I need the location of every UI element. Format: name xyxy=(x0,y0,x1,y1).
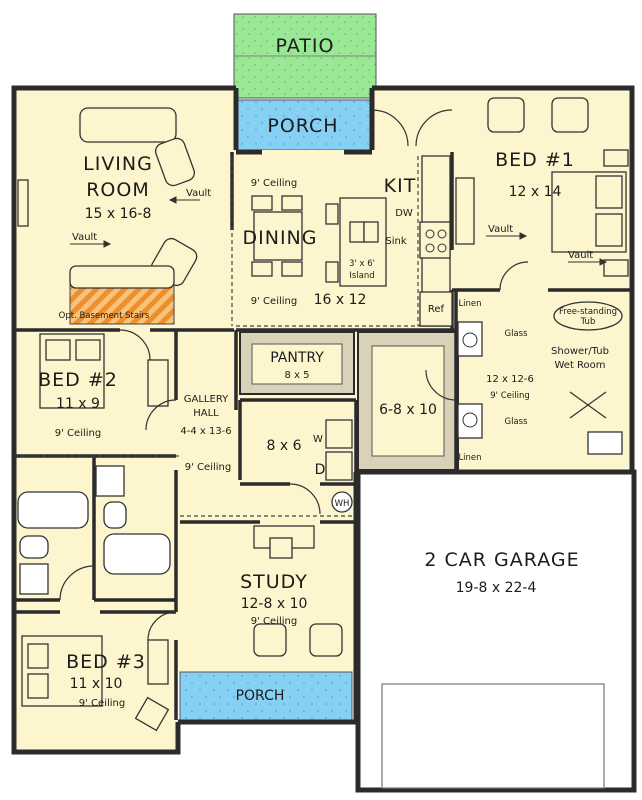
gallery-title-2: HALL xyxy=(193,408,219,419)
washer-label: W xyxy=(313,434,323,445)
dishwasher-label: DW xyxy=(395,208,413,219)
tub-label-1: Free-standing xyxy=(559,307,617,317)
dining-table xyxy=(251,195,339,283)
living-room-title-1: LIVING xyxy=(83,153,153,175)
kitchen-title: KIT xyxy=(384,175,417,197)
bath1-ceiling: 9' Ceiling xyxy=(490,391,529,401)
bed1-vault-label-2: Vault xyxy=(568,250,593,261)
pantry-title: PANTRY xyxy=(270,350,324,366)
glass-label-2: Glass xyxy=(504,417,528,427)
study-size: 12-8 x 10 xyxy=(241,596,308,612)
living-vault-label-2: Vault xyxy=(72,232,97,243)
linen-bottom-label: Linen xyxy=(458,453,481,463)
bed3-size: 11 x 10 xyxy=(70,676,123,692)
dining-size: 16 x 12 xyxy=(314,292,367,308)
garage-door[interactable] xyxy=(381,683,605,789)
living-vault-label: Vault xyxy=(186,188,211,199)
bed2-size: 11 x 9 xyxy=(56,396,100,412)
ref-label: Ref xyxy=(428,304,445,315)
front-porch-area xyxy=(179,671,353,721)
bed2-ceiling: 9' Ceiling xyxy=(55,428,101,439)
dining-title: DINING xyxy=(243,227,318,249)
study-ceiling: 9' Ceiling xyxy=(251,616,297,627)
water-heater-label: WH xyxy=(335,499,350,509)
rear-porch-label: PORCH xyxy=(267,115,338,137)
bed3-ceiling: 9' Ceiling xyxy=(79,698,125,709)
shower-label-2: Wet Room xyxy=(554,360,605,371)
living-room-size: 15 x 16-8 xyxy=(85,206,152,222)
bed1-title: BED #1 xyxy=(495,149,575,171)
dryer-label: D xyxy=(315,462,326,478)
basement-stairs-label: Opt. Basement Stairs xyxy=(59,311,150,321)
dining-ceiling-top: 9' Ceiling xyxy=(251,178,297,189)
front-porch-label: PORCH xyxy=(236,688,285,704)
island-label: Island xyxy=(349,271,374,281)
tub-label-2: Tub xyxy=(580,317,596,327)
sink-label: Sink xyxy=(385,236,406,247)
bed1-size: 12 x 14 xyxy=(509,184,562,200)
glass-label-1: Glass xyxy=(504,329,528,339)
gallery-title-1: GALLERY xyxy=(184,394,229,405)
living-room-title-2: ROOM xyxy=(86,179,150,201)
island-size-label: 3' x 6' xyxy=(349,259,375,269)
pantry-size: 8 x 5 xyxy=(285,370,310,381)
bed1-vault-label: Vault xyxy=(488,224,513,235)
shower-label-1: Shower/Tub xyxy=(551,346,609,357)
patio-label: PATIO xyxy=(276,35,335,57)
dining-ceiling-bottom: 9' Ceiling xyxy=(251,296,297,307)
study-title: STUDY xyxy=(240,571,308,593)
rear-porch-area xyxy=(235,99,371,151)
gallery-ceiling: 9' Ceiling xyxy=(185,462,231,473)
bed2-title: BED #2 xyxy=(38,369,118,391)
garage-title: 2 CAR GARAGE xyxy=(424,549,579,571)
basement-stairs xyxy=(69,283,175,325)
gallery-size: 4-4 x 13-6 xyxy=(180,426,231,437)
linen-top-label: Linen xyxy=(458,299,481,309)
garage-size: 19-8 x 22-4 xyxy=(456,580,537,596)
closet-size: 6-8 x 10 xyxy=(379,402,437,418)
bath1-size: 12 x 12-6 xyxy=(486,374,534,385)
bed3-title: BED #3 xyxy=(66,651,146,673)
laundry-size: 8 x 6 xyxy=(267,438,302,454)
